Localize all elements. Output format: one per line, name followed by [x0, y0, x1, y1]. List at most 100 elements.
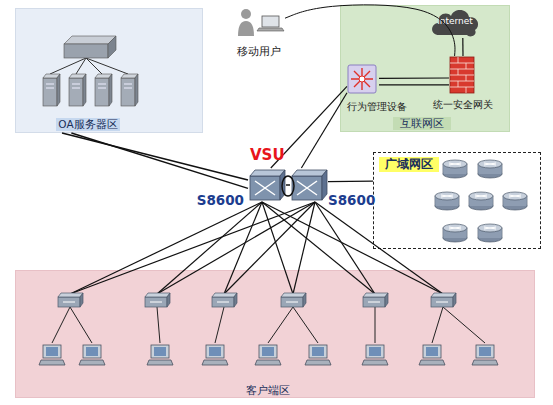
node-label: 移动用户	[229, 45, 289, 58]
server-tower	[95, 74, 112, 106]
uplink-line	[70, 270, 120, 294]
pc-icon	[147, 345, 173, 365]
access-switch	[145, 293, 170, 307]
link-aggregation-loop	[282, 176, 294, 196]
storage-top	[64, 36, 116, 44]
server-zone: OA服务器区	[15, 8, 203, 133]
switch-top	[292, 170, 327, 176]
oa-servers	[43, 36, 138, 106]
vsu-label: VSU	[250, 146, 285, 165]
node-label: 广域网区	[379, 157, 439, 172]
node-label: S8600	[328, 192, 374, 209]
router-icon	[435, 192, 459, 210]
switch-top	[250, 170, 285, 176]
internet-cloud: Internet	[429, 6, 481, 38]
pc-icon	[202, 345, 228, 365]
switch-side	[322, 170, 327, 200]
network-link	[286, 184, 290, 186]
uplink-line	[157, 202, 315, 294]
network-link	[271, 86, 347, 168]
server-lines	[50, 58, 128, 74]
access-switch	[281, 293, 306, 307]
behavior-manager-icon	[348, 65, 376, 93]
network-link	[301, 93, 347, 168]
access-line	[432, 307, 443, 343]
access-line	[443, 307, 485, 343]
network-link	[315, 202, 410, 270]
mobile-user-icon	[238, 9, 284, 36]
network-link	[379, 77, 449, 79]
wan-routers	[435, 160, 527, 242]
device-star	[351, 68, 373, 90]
uplink-lines	[70, 202, 443, 294]
uplink-line	[315, 202, 375, 294]
uplink-line	[70, 202, 315, 294]
pc-icon	[472, 345, 498, 365]
node-label: 客户端区	[238, 384, 298, 397]
pc-icon	[305, 345, 331, 365]
storage-front	[64, 44, 108, 58]
pc-icon	[39, 345, 65, 365]
network-link	[379, 84, 449, 85]
storage-side	[108, 36, 116, 58]
access-lines	[52, 307, 485, 343]
router-icon	[469, 192, 493, 210]
access-switches	[58, 293, 456, 307]
pc-icon	[362, 345, 388, 365]
router-icon	[478, 160, 502, 178]
laptop-base	[257, 28, 284, 31]
server-line	[86, 58, 102, 74]
user-head	[241, 9, 251, 19]
server-tower	[121, 74, 138, 106]
uplink-line	[262, 202, 443, 294]
network-link	[328, 181, 373, 183]
client-pcs	[39, 345, 498, 365]
firewall-bricks	[450, 57, 474, 93]
server-tower	[43, 74, 60, 106]
uplink-line	[157, 202, 262, 294]
node-label: OA服务器区	[56, 118, 120, 131]
switch-arrows	[297, 181, 317, 195]
access-line	[52, 307, 70, 343]
pc-icon	[419, 345, 445, 365]
network-link	[120, 202, 262, 270]
server-tower	[69, 74, 86, 106]
access-switch	[212, 293, 237, 307]
uplink-line	[293, 202, 315, 294]
connector-group	[62, 5, 463, 270]
access-switch	[431, 293, 456, 307]
network-link	[71, 133, 248, 188]
pc-icon	[79, 345, 105, 365]
access-line	[375, 307, 376, 343]
node-label: 统一安全网关	[429, 99, 497, 112]
server-line	[86, 58, 128, 74]
server-line	[76, 58, 86, 74]
pc-icon	[255, 345, 281, 365]
access-switch	[363, 293, 388, 307]
router-icon	[478, 224, 502, 242]
access-line	[215, 307, 224, 343]
access-line	[70, 307, 92, 343]
node-label: 互联网区	[393, 117, 451, 130]
uplink-line	[224, 202, 262, 294]
device-core	[359, 76, 365, 82]
switch-front	[292, 176, 322, 200]
laptop-screen	[262, 16, 279, 27]
device-body	[348, 65, 376, 93]
client-zone: 客户端区	[15, 270, 535, 398]
server-line	[50, 58, 86, 74]
access-line	[293, 307, 318, 343]
network-link	[462, 38, 463, 56]
access-switch	[58, 293, 83, 307]
node-label: 行为管理设备	[347, 101, 413, 114]
uplink-line	[224, 202, 315, 294]
firewall-icon	[450, 57, 474, 93]
core-switches	[250, 170, 327, 200]
network-link	[62, 133, 248, 180]
switch-front	[250, 176, 280, 200]
node-label: S8600	[164, 192, 244, 209]
access-line	[268, 307, 293, 343]
access-line	[157, 307, 160, 343]
